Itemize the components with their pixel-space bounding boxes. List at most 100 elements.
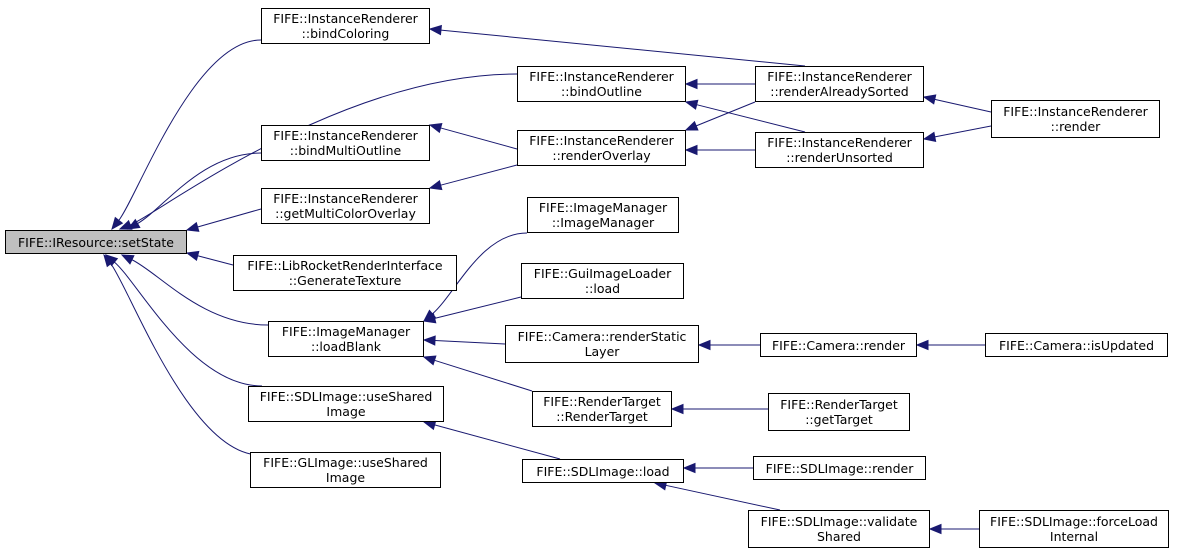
node-label: FIFE::InstanceRenderer <box>273 128 418 143</box>
edge-renderAlreadySorted-to-renderOverlay <box>696 101 756 127</box>
arrowhead-sdlRender-to-sdlLoad <box>682 462 696 474</box>
node-label: FIFE::Camera::isUpdated <box>998 337 1155 353</box>
edge-bindMultiOutline-to-setState <box>137 152 262 224</box>
node-getMultiColorOverlay[interactable]: FIFE::InstanceRenderer::getMultiColorOve… <box>261 188 430 224</box>
node-label: FIFE::Camera::render <box>771 337 906 353</box>
arrowhead-renderUnsorted-to-bindOutline <box>684 99 699 110</box>
arrowhead-renderStaticLayer-to-loadBlank <box>422 335 436 346</box>
node-renderAlreadySorted[interactable]: FIFE::InstanceRenderer::renderAlreadySor… <box>755 66 924 102</box>
node-label: ::bindMultiOutline <box>289 143 402 158</box>
node-label: FIFE::SDLImage::validate <box>760 514 918 529</box>
arrowhead-generateTexture-to-setState <box>185 250 200 261</box>
node-guiLoad[interactable]: FIFE::GuiImageLoader::load <box>521 263 684 299</box>
arrowhead-forceLoadInternal-to-validateShared <box>928 523 942 535</box>
node-label: Layer <box>584 344 620 359</box>
node-label: ::renderUnsorted <box>786 150 893 165</box>
node-renderOverlay[interactable]: FIFE::InstanceRenderer::renderOverlay <box>517 130 686 166</box>
node-label: ::render <box>1050 119 1101 134</box>
edge-irRender-to-renderAlreadySorted <box>934 98 992 113</box>
arrowhead-getTarget-to-renderTargetCtor <box>670 403 684 415</box>
node-bindColoring[interactable]: FIFE::InstanceRenderer::bindColoring <box>261 8 430 44</box>
arrowhead-isUpdated-to-cameraRender <box>915 339 929 351</box>
node-bindOutline[interactable]: FIFE::InstanceRenderer::bindOutline <box>517 66 686 102</box>
node-sdlRender[interactable]: FIFE::SDLImage::render <box>753 456 926 480</box>
edge-sdlLoad-to-sdlUseShared <box>434 424 561 460</box>
node-irRender[interactable]: FIFE::InstanceRenderer::render <box>991 100 1160 138</box>
arrowhead-glUseShared-to-setState <box>103 253 116 268</box>
node-label: ::renderOverlay <box>552 148 651 163</box>
edge-renderTargetCtor-to-loadBlank <box>434 359 533 392</box>
edge-validateShared-to-sdlLoad <box>665 484 781 511</box>
node-label: FIFE::InstanceRenderer <box>273 191 418 206</box>
edge-guiLoad-to-loadBlank <box>434 296 522 319</box>
node-label: ::bindOutline <box>561 84 642 99</box>
node-label: FIFE::LibRocketRenderInterface <box>247 258 443 273</box>
edge-glUseShared-to-setState <box>110 263 261 456</box>
arrowhead-cameraRender-to-renderStaticLayer <box>697 339 711 351</box>
node-label: FIFE::InstanceRenderer <box>767 69 912 84</box>
node-getTarget[interactable]: FIFE::RenderTarget::getTarget <box>768 393 910 431</box>
node-label: FIFE::RenderTarget <box>780 397 898 412</box>
edge-generateTexture-to-setState <box>197 255 234 266</box>
node-label: FIFE::GLImage::useShared <box>263 455 428 470</box>
edge-sdlUseShared-to-setState <box>114 261 263 387</box>
node-label: ::getTarget <box>805 412 873 427</box>
node-label: FIFE::ImageManager <box>538 200 668 215</box>
arrowhead-guiLoad-to-loadBlank <box>422 313 437 324</box>
node-label: Image <box>325 470 366 485</box>
arrowhead-renderAlreadySorted-to-bindOutline <box>684 78 698 90</box>
arrowhead-renderOverlay-to-bindMultiOutline <box>428 123 443 134</box>
node-renderUnsorted[interactable]: FIFE::InstanceRenderer::renderUnsorted <box>755 132 924 168</box>
node-label: Image <box>326 404 366 419</box>
node-label: FIFE::IResource::setState <box>17 234 174 250</box>
node-label: ::loadBlank <box>310 339 381 354</box>
node-label: FIFE::InstanceRenderer <box>529 133 674 148</box>
node-label: ::GenerateTexture <box>288 273 402 288</box>
arrowhead-renderAlreadySorted-to-bindColoring <box>428 24 442 36</box>
edge-loadBlank-to-setState <box>131 259 269 326</box>
node-loadBlank[interactable]: FIFE::ImageManager::loadBlank <box>268 321 424 357</box>
node-label: ::RenderTarget <box>556 409 648 424</box>
node-cameraRender[interactable]: FIFE::Camera::render <box>760 333 917 357</box>
arrowhead-bindMultiOutline-to-setState <box>126 218 141 230</box>
edge-bindColoring-to-setState <box>118 39 262 221</box>
node-label: FIFE::SDLImage::load <box>536 463 670 479</box>
arrowhead-renderAlreadySorted-to-renderOverlay <box>684 120 699 131</box>
node-label: FIFE::InstanceRenderer <box>1003 104 1148 119</box>
node-renderTargetCtor[interactable]: FIFE::RenderTarget::RenderTarget <box>532 391 672 427</box>
arrowhead-renderUnsorted-to-renderOverlay <box>684 144 698 156</box>
node-label: FIFE::InstanceRenderer <box>529 69 674 84</box>
arrowhead-bindColoring-to-setState <box>111 216 124 231</box>
node-imageManager[interactable]: FIFE::ImageManager::ImageManager <box>527 197 679 233</box>
node-label: ::ImageManager <box>551 215 655 230</box>
node-label: FIFE::RenderTarget <box>543 394 661 409</box>
node-generateTexture[interactable]: FIFE::LibRocketRenderInterface::Generate… <box>233 255 457 291</box>
edge-renderStaticLayer-to-loadBlank <box>434 340 506 345</box>
node-label: FIFE::GuiImageLoader <box>533 266 672 281</box>
edge-irRender-to-renderUnsorted <box>934 125 992 138</box>
node-label: ::getMultiColorOverlay <box>275 206 416 221</box>
node-label: FIFE::SDLImage::forceLoad <box>990 514 1158 529</box>
edge-renderOverlay-to-bindMultiOutline <box>440 127 518 150</box>
node-label: FIFE::SDLImage::useShared <box>259 389 433 404</box>
node-sdlLoad[interactable]: FIFE::SDLImage::load <box>522 459 684 483</box>
node-label: FIFE::SDLImage::render <box>765 460 914 476</box>
node-bindMultiOutline[interactable]: FIFE::InstanceRenderer::bindMultiOutline <box>261 125 430 161</box>
arrowhead-irRender-to-renderUnsorted <box>922 131 937 142</box>
node-label: ::renderAlreadySorted <box>770 84 909 99</box>
node-isUpdated[interactable]: FIFE::Camera::isUpdated <box>985 333 1168 357</box>
node-label: ::bindColoring <box>301 26 390 41</box>
node-setState: FIFE::IResource::setState <box>5 230 187 254</box>
node-label: FIFE::ImageManager <box>281 324 411 339</box>
node-label: FIFE::Camera::renderStatic <box>517 329 687 344</box>
node-label: FIFE::InstanceRenderer <box>273 11 418 26</box>
edge-imageManager-to-loadBlank <box>432 232 528 315</box>
arrowhead-renderOverlay-to-getMultiColorOverlay <box>428 179 443 191</box>
